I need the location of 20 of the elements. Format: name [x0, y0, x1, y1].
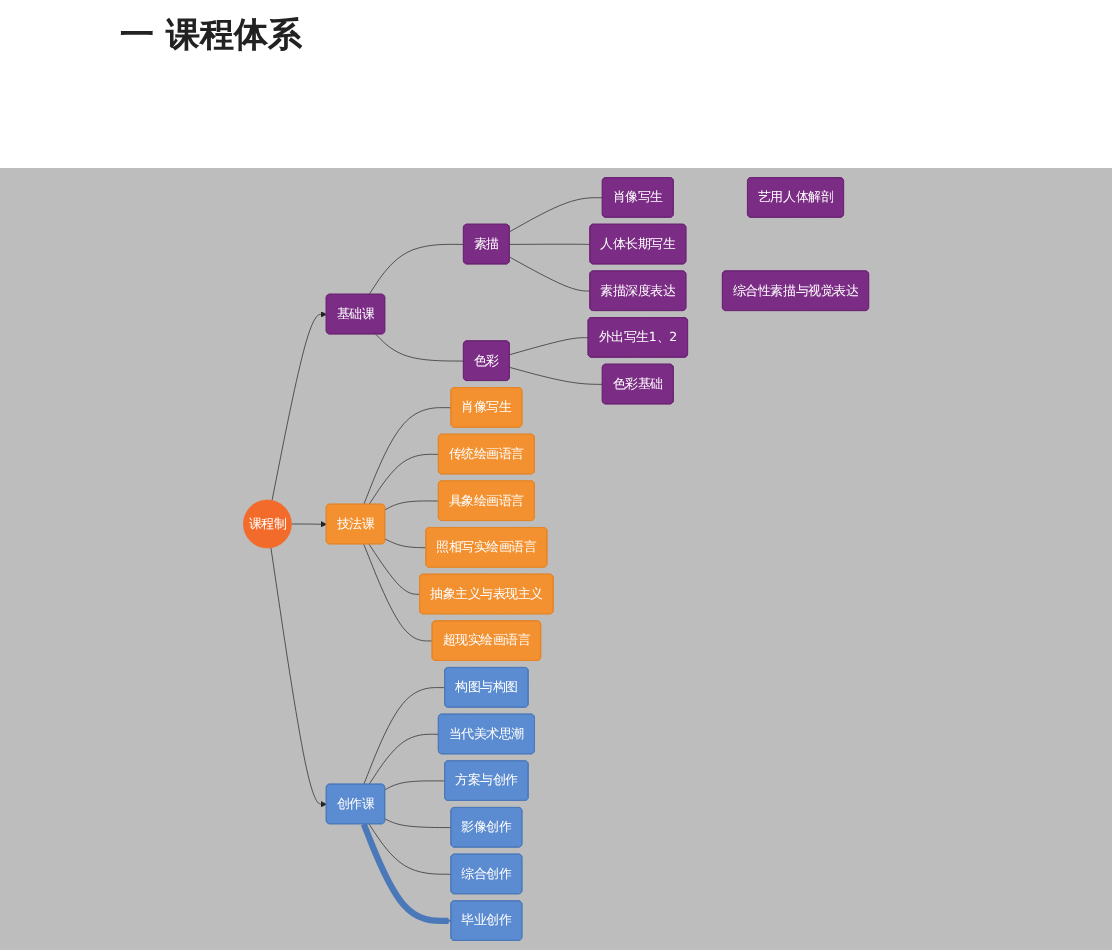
connector [368, 823, 452, 875]
connector [509, 197, 603, 233]
connector [368, 543, 421, 595]
connector [384, 538, 427, 549]
connector [363, 687, 446, 785]
connector [384, 780, 446, 790]
arrow [360, 822, 452, 925]
connector [363, 407, 452, 505]
connector [384, 818, 452, 828]
connector [363, 543, 433, 642]
connector [384, 500, 440, 511]
connector [509, 243, 591, 245]
connector [375, 333, 465, 362]
connector [368, 453, 440, 505]
connector [509, 337, 589, 356]
connector [509, 256, 591, 292]
connector [509, 367, 603, 385]
page-title: 一 课程体系 [120, 14, 302, 58]
connector [368, 733, 440, 785]
connector [368, 244, 465, 295]
